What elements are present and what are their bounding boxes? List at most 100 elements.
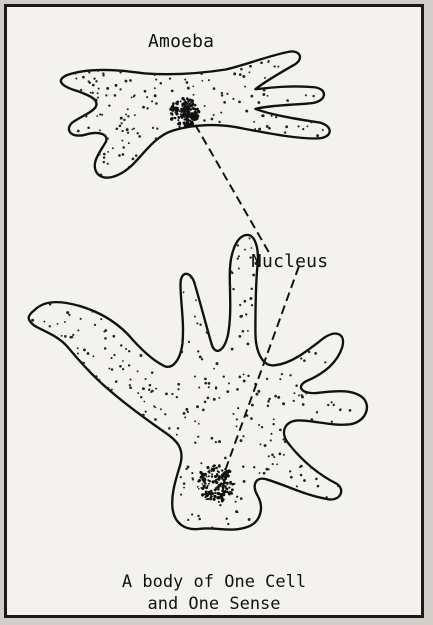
cytoplasm-dot bbox=[220, 112, 222, 114]
cytoplasm-dot bbox=[284, 440, 287, 443]
cytoplasm-dot bbox=[231, 272, 233, 274]
cytoplasm-dot bbox=[194, 420, 196, 422]
cytoplasm-dot bbox=[197, 436, 199, 438]
cytoplasm-dot bbox=[218, 121, 220, 123]
cytoplasm-dot bbox=[155, 137, 157, 139]
nucleus-stipple bbox=[178, 122, 180, 124]
cytoplasm-dot bbox=[122, 368, 124, 370]
cytoplasm-dot bbox=[286, 99, 289, 102]
cytoplasm-dot bbox=[266, 378, 268, 380]
nucleus-stipple bbox=[181, 97, 184, 100]
cytoplasm-dot bbox=[152, 127, 154, 129]
cytoplasm-dot bbox=[154, 94, 157, 97]
cytoplasm-dot bbox=[213, 87, 216, 90]
cytoplasm-dot bbox=[228, 382, 230, 384]
cytoplasm-dot bbox=[277, 66, 279, 68]
cytoplasm-dot bbox=[75, 77, 77, 79]
cytoplasm-dot bbox=[233, 72, 236, 75]
nucleus-stipple bbox=[175, 107, 177, 109]
cytoplasm-dot bbox=[128, 166, 130, 168]
nucleus-stipple bbox=[208, 493, 211, 496]
cytoplasm-dot bbox=[245, 313, 247, 315]
cytoplasm-dot bbox=[201, 80, 203, 82]
nucleus-stipple bbox=[197, 110, 200, 113]
cytoplasm-dot bbox=[171, 393, 173, 395]
cytoplasm-dot bbox=[225, 518, 227, 520]
nucleus-stipple bbox=[226, 491, 228, 493]
cytoplasm-dot bbox=[251, 404, 254, 407]
nucleus-stipple bbox=[184, 126, 186, 128]
cytoplasm-dot bbox=[77, 130, 80, 133]
cytoplasm-dot bbox=[93, 78, 95, 80]
cytoplasm-dot bbox=[258, 128, 261, 131]
nucleus-stipple bbox=[227, 474, 230, 477]
nucleus-stipple bbox=[225, 470, 228, 473]
figure-title: Amoeba bbox=[148, 31, 214, 52]
cytoplasm-dot bbox=[61, 335, 63, 337]
cytoplasm-dot bbox=[238, 255, 240, 257]
cytoplasm-dot bbox=[155, 102, 158, 105]
cytoplasm-dot bbox=[127, 132, 129, 134]
cytoplasm-dot bbox=[148, 389, 150, 391]
cytoplasm-dot bbox=[259, 472, 261, 474]
cytoplasm-dot bbox=[305, 94, 307, 96]
cytoplasm-dot bbox=[151, 143, 153, 145]
cytoplasm-dot bbox=[83, 362, 85, 364]
nucleus-stipple bbox=[176, 103, 179, 106]
cytoplasm-dot bbox=[204, 401, 207, 404]
cytoplasm-dot bbox=[94, 324, 96, 326]
cytoplasm-dot bbox=[326, 496, 328, 498]
cytoplasm-dot bbox=[102, 72, 104, 74]
cytoplasm-dot bbox=[239, 304, 241, 306]
cytoplasm-dot bbox=[315, 478, 318, 481]
cytoplasm-dot bbox=[133, 128, 135, 130]
cytoplasm-dot bbox=[240, 68, 243, 71]
nucleus-stipple bbox=[185, 109, 188, 112]
cytoplasm-dot bbox=[125, 114, 127, 116]
cytoplasm-dot bbox=[93, 355, 95, 357]
cytoplasm-dot bbox=[243, 373, 245, 375]
cytoplasm-dot bbox=[196, 322, 198, 324]
cytoplasm-dot bbox=[248, 71, 250, 73]
cytoplasm-dot bbox=[120, 344, 122, 346]
cytoplasm-dot bbox=[224, 457, 227, 460]
cytoplasm-dot bbox=[262, 114, 265, 117]
nucleus-stipple bbox=[208, 475, 210, 477]
cytoplasm-dot bbox=[245, 110, 248, 113]
nucleus-stipple bbox=[221, 469, 223, 471]
cytoplasm-dot bbox=[49, 303, 52, 306]
cytoplasm-dot bbox=[185, 468, 187, 470]
cytoplasm-dot bbox=[111, 357, 113, 359]
cytoplasm-dot bbox=[204, 378, 207, 381]
cytoplasm-dot bbox=[235, 501, 237, 503]
cytoplasm-dot bbox=[305, 393, 307, 395]
cytoplasm-dot bbox=[137, 392, 139, 394]
cytoplasm-dot bbox=[68, 314, 70, 316]
cytoplasm-dot bbox=[267, 95, 269, 97]
lower-nucleus-icon bbox=[197, 464, 235, 503]
cytoplasm-dot bbox=[100, 174, 103, 177]
nucleus-stipple bbox=[228, 486, 230, 488]
cytoplasm-dot bbox=[308, 351, 310, 353]
cytoplasm-dot bbox=[300, 357, 302, 359]
cytoplasm-dot bbox=[237, 244, 239, 246]
cytoplasm-dot bbox=[264, 444, 267, 447]
cytoplasm-dot bbox=[132, 158, 135, 161]
cytoplasm-dot bbox=[266, 125, 269, 128]
cytoplasm-dot bbox=[253, 466, 255, 468]
amoeba-diagram bbox=[7, 7, 421, 615]
cytoplasm-dot bbox=[99, 113, 101, 115]
nucleus-stipple bbox=[170, 118, 173, 121]
cytoplasm-dot bbox=[87, 352, 90, 355]
cytoplasm-dot bbox=[223, 375, 225, 377]
nucleus-stipple bbox=[177, 116, 180, 119]
cytoplasm-dot bbox=[81, 361, 83, 363]
cytoplasm-dot bbox=[331, 401, 333, 403]
cytoplasm-dot bbox=[295, 384, 298, 387]
cytoplasm-dot bbox=[113, 335, 116, 338]
cytoplasm-dot bbox=[207, 397, 210, 400]
nucleus-stipple bbox=[218, 501, 220, 503]
cytoplasm-dot bbox=[146, 96, 148, 98]
nucleus-stipple bbox=[185, 118, 187, 120]
cytoplasm-dot bbox=[262, 93, 265, 96]
